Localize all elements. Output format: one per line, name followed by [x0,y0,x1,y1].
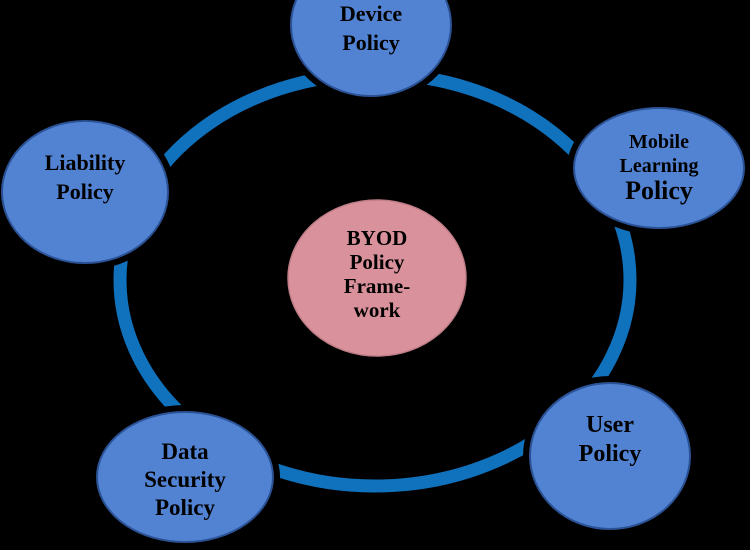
liability-policy-label-line1: Liability [45,150,126,175]
mobile-learning-policy-label-line2: Learning [620,155,699,177]
device-policy-label-line2: Policy [342,30,399,55]
liability-policy-label-line2: Policy [56,179,113,204]
mobile-learning-policy-label-line1: Mobile [629,131,689,153]
device-policy-ellipse [290,0,452,97]
mobile-learning-policy-label-line3: Policy [625,176,693,205]
mobile-learning-policy-node: Mobile Learning Policy [567,101,750,235]
device-policy-label-line1: Device [340,1,403,26]
liability-policy-ellipse [1,120,169,264]
mobile-learning-policy-ellipse [573,107,745,229]
device-policy-node: Device Policy [284,0,458,103]
liability-policy-node: Liability Policy [0,114,175,270]
center-label-line2: Policy [350,250,405,274]
center-label-line4: work [354,298,401,322]
user-policy-ellipse [529,382,691,530]
user-policy-label-line2: Policy [579,441,642,467]
user-policy-label-line1: User [586,412,634,438]
data-security-policy-label-line3: Policy [155,495,216,520]
center-label-line1: BYOD [347,226,408,250]
data-security-policy-ellipse [96,411,274,543]
byod-policy-framework-center: BYOD Policy Frame- work [287,199,467,357]
center-label-line3: Frame- [344,274,410,298]
user-policy-node: User Policy [523,376,697,536]
data-security-policy-label-line2: Security [144,467,226,492]
data-security-policy-node: Data Security Policy [90,405,280,549]
center-circle [287,199,467,357]
data-security-policy-label-line1: Data [161,439,209,464]
